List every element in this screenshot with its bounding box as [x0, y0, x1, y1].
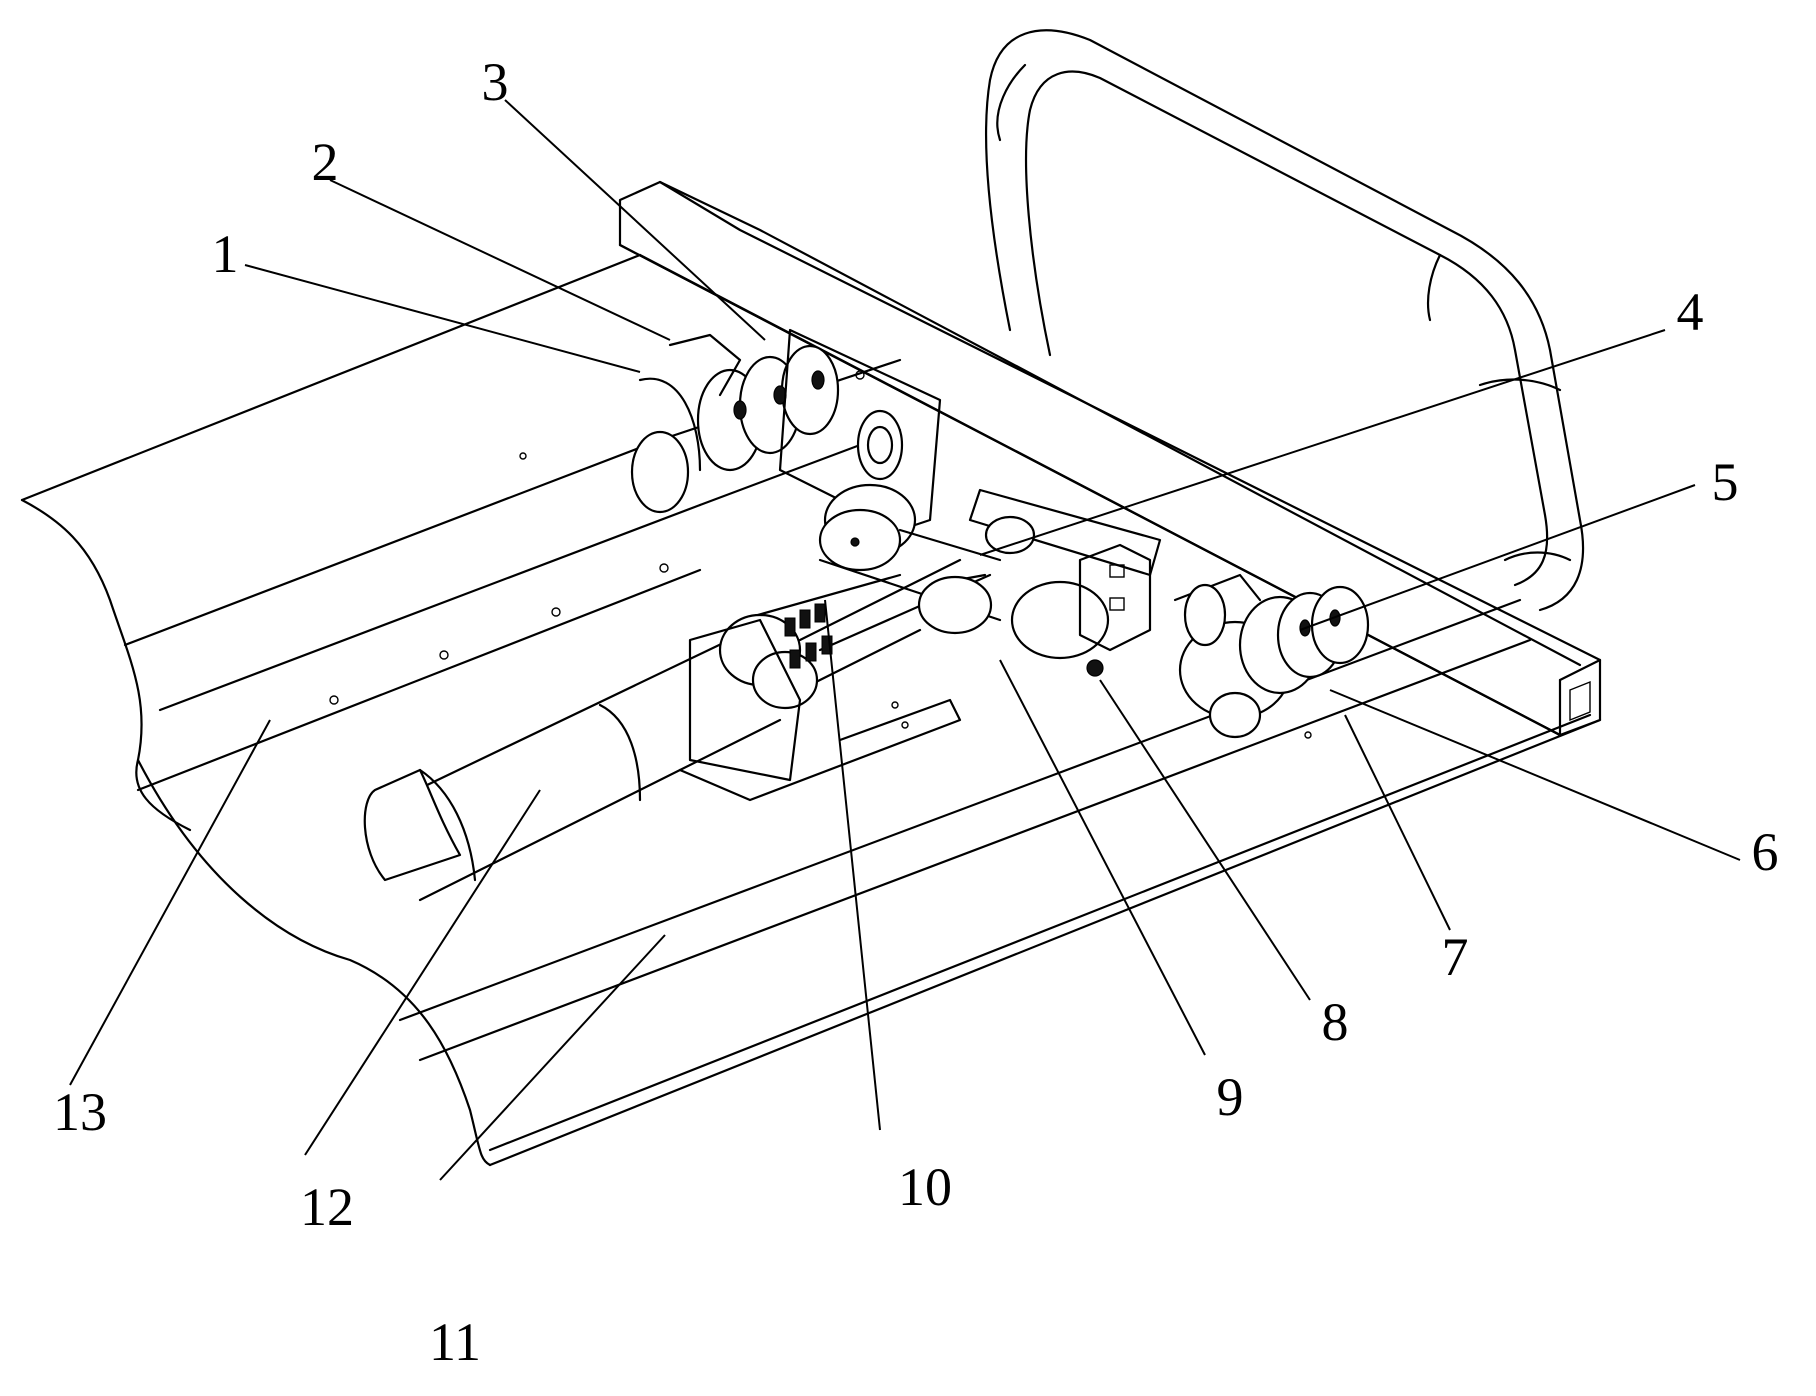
callout-8: 8 — [1322, 992, 1349, 1052]
leader-lines — [69, 99, 1741, 1181]
callout-12: 12 — [300, 1177, 354, 1237]
callout-5: 5 — [1712, 452, 1739, 512]
callout-4: 4 — [1677, 282, 1704, 342]
callout-13: 13 — [53, 1082, 107, 1142]
handle — [984, 29, 1585, 612]
callout-labels: 1 2 3 4 5 6 7 8 9 10 11 12 13 — [53, 52, 1779, 1372]
callout-6: 6 — [1752, 822, 1779, 882]
callout-1: 1 — [212, 224, 239, 284]
callout-9: 9 — [1217, 1067, 1244, 1127]
callout-11: 11 — [429, 1312, 481, 1372]
callout-7: 7 — [1442, 927, 1469, 987]
upper-roller-assembly — [630, 328, 942, 532]
callout-2: 2 — [312, 132, 339, 192]
right-roller-assembly — [1173, 573, 1370, 739]
rear-frame — [618, 180, 1602, 737]
callout-10: 10 — [898, 1157, 952, 1217]
callout-3: 3 — [482, 52, 509, 112]
front-roller — [363, 573, 962, 902]
base-platform — [20, 253, 1602, 1167]
center-drive — [798, 483, 1162, 677]
